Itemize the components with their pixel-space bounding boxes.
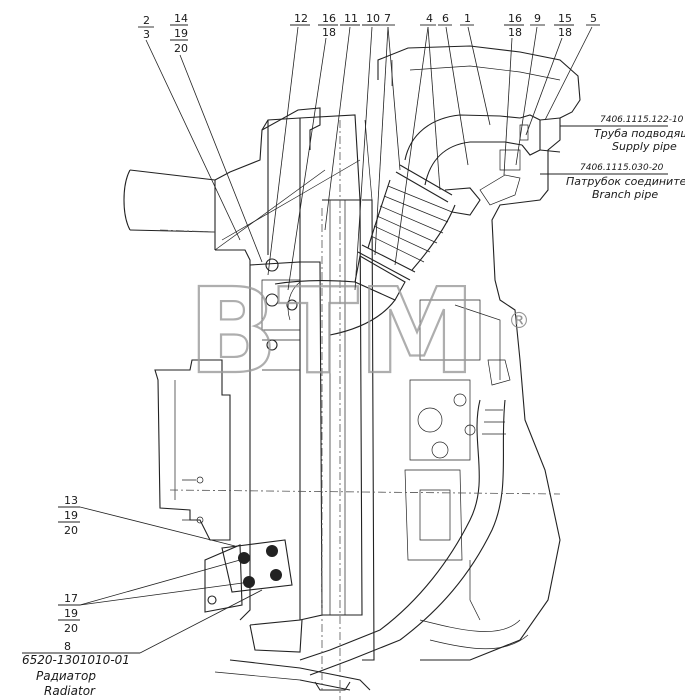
watermark-text: BTM	[188, 262, 476, 400]
part-labels: 7406.1115.122-10 Труба подводящая Supply…	[540, 115, 685, 201]
callout-18a: 18	[322, 26, 336, 39]
supply-pipe-ru: Труба подводящая	[594, 127, 685, 140]
callout-16b: 16	[508, 12, 522, 25]
callout-12: 12	[294, 12, 308, 25]
supply-pipe-en: Supply pipe	[612, 140, 677, 153]
watermark-registered-mark: ®	[508, 309, 530, 334]
callout-20b: 20	[64, 524, 78, 537]
supply-pipe-code: 7406.1115.122-10	[600, 115, 684, 125]
radiator-en: Radiator	[44, 684, 96, 698]
radiator-code: 6520-1301010-01	[22, 653, 130, 667]
callout-4: 4	[426, 12, 433, 25]
callout-16a: 16	[322, 12, 336, 25]
callouts-left: 13 19 20 17 19 20 8 6520-1301010-01 Ради…	[22, 494, 263, 698]
callout-19: 19	[174, 27, 188, 40]
radiator-assembly	[123, 107, 375, 691]
callout-13: 13	[64, 494, 78, 507]
callout-19b: 19	[64, 509, 78, 522]
branch-pipe-code: 7406.1115.030-20	[580, 163, 664, 173]
callout-19c: 19	[64, 607, 78, 620]
callout-17: 17	[64, 592, 78, 605]
callouts-top: 2 3 14 19 20 12 16 18 11 10 7 4	[138, 12, 600, 291]
pipe-assembly	[159, 114, 561, 700]
callout-20c: 20	[64, 622, 78, 635]
callout-18c: 18	[558, 26, 572, 39]
callout-1: 1	[464, 12, 471, 25]
callout-7: 7	[384, 12, 391, 25]
branch-pipe-en: Branch pipe	[592, 188, 658, 201]
callout-2: 2	[143, 14, 150, 27]
callout-15: 15	[558, 12, 572, 25]
radiator-ru: Радиатор	[36, 669, 96, 683]
callout-9: 9	[534, 12, 541, 25]
callout-18b: 18	[508, 26, 522, 39]
callout-8: 8	[64, 640, 71, 653]
callout-3: 3	[143, 28, 150, 41]
callout-11: 11	[344, 12, 358, 25]
callout-6: 6	[442, 12, 449, 25]
watermark: BTM ®	[187, 261, 530, 401]
engine-block	[299, 45, 581, 676]
callout-5: 5	[590, 12, 597, 25]
callout-20: 20	[174, 42, 188, 55]
branch-pipe-ru: Патрубок соединительный	[566, 175, 685, 188]
callout-10: 10	[366, 12, 380, 25]
callout-14: 14	[174, 12, 188, 25]
